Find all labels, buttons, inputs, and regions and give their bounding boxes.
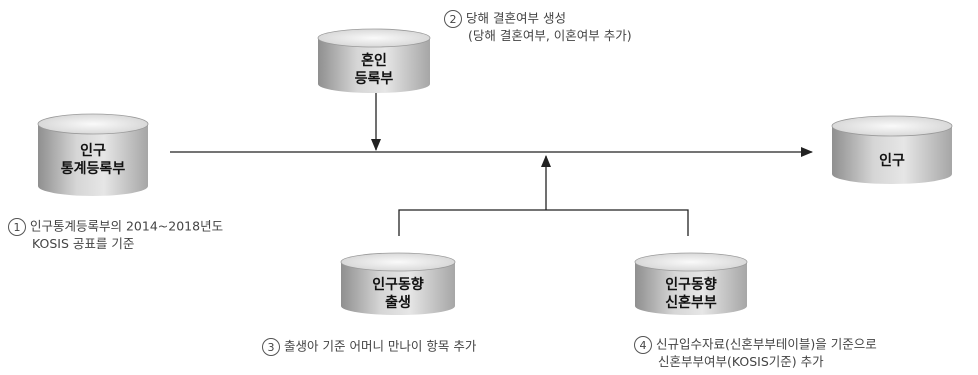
note-2-marker: 2 [444, 10, 462, 28]
note-4-line1: 신규입수자료(신혼부부테이블)을 기준으로 [656, 336, 877, 352]
population-register-label: 인구 통계등록부 [38, 142, 148, 178]
note-2-line2: (당해 결혼여부, 이혼여부 추가) [468, 28, 632, 43]
newlywed-dynamics-label-line1: 인구동향 [665, 277, 717, 293]
marriage-register-label-line2: 등록부 [354, 71, 394, 87]
population-label: 인구 [832, 152, 952, 170]
population-register-label-line2: 통계등록부 [60, 161, 126, 177]
note-1-marker: 1 [8, 218, 26, 236]
birth-dynamics-cylinder [340, 252, 456, 315]
dynamics-merge-bracket [398, 209, 689, 236]
note-3-marker: 3 [262, 338, 280, 356]
birth-dynamics-label-line2: 출생 [385, 295, 411, 311]
newlywed-dynamics-label-line2: 신혼부부 [665, 295, 717, 311]
newlywed-dynamics-label: 인구동향 신혼부부 [635, 276, 747, 312]
population-register-label-line1: 인구 [80, 143, 106, 159]
marriage-register-label: 혼인 등록부 [318, 52, 430, 88]
birth-dynamics-label-line1: 인구동향 [372, 277, 424, 293]
population-register-cylinder [37, 113, 149, 196]
note-4-line2: 신혼부부여부(KOSIS기준) 추가 [658, 354, 824, 369]
birth-dynamics-label: 인구동향 출생 [341, 276, 455, 312]
population-cylinder [831, 115, 953, 184]
marriage-register-label-line1: 혼인 [361, 53, 387, 69]
marriage-register-cylinder [317, 28, 431, 93]
note-1-line2: KOSIS 공표를 기준 [32, 236, 135, 251]
note-4-marker: 4 [634, 336, 652, 354]
note-1-line1: 인구통계등록부의 2014~2018년도 [30, 218, 224, 234]
newlywed-dynamics-cylinder [634, 252, 748, 315]
note-2-line1: 당해 결혼여부 생성 [466, 10, 566, 26]
population-label-line1: 인구 [879, 153, 905, 169]
note-3-line1: 출생아 기준 어머니 만나이 항목 추가 [284, 338, 477, 354]
